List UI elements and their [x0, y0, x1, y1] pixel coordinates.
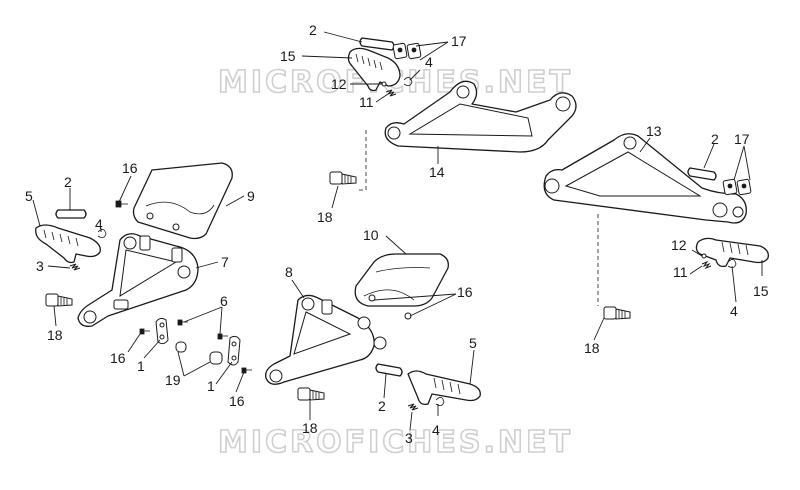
pin-middle	[375, 363, 403, 377]
callout-6: 6	[220, 293, 228, 309]
bolt-top	[329, 171, 357, 185]
callout-5-left: 5	[25, 188, 33, 204]
bolt-left	[45, 293, 73, 307]
callout-12-top: 12	[331, 76, 347, 92]
callout-1-left: 1	[137, 358, 145, 374]
callout-10: 10	[363, 227, 379, 243]
callout-13: 13	[646, 123, 662, 139]
callout-16-left-bottom: 16	[229, 393, 245, 409]
spring-right	[701, 260, 712, 270]
callout-2-middle: 2	[378, 398, 386, 414]
watermark-bottom: MICROFICHES.NET	[218, 425, 573, 460]
callout-7: 7	[221, 254, 229, 270]
spring-middle	[407, 403, 419, 411]
callout-17-right: 17	[734, 131, 750, 147]
clip-top	[403, 77, 413, 86]
screw-left-top	[115, 200, 128, 208]
left-assembly	[35, 162, 252, 374]
callout-14: 14	[429, 164, 445, 180]
callout-2-left: 2	[64, 174, 72, 190]
callout-11-right: 11	[673, 264, 688, 280]
callout-19: 19	[165, 372, 181, 388]
spacer-lower	[209, 351, 223, 365]
right-assembly	[543, 133, 769, 320]
axis-top	[356, 130, 367, 191]
callout-15-top: 15	[280, 48, 296, 64]
callout-3-middle: 3	[405, 430, 413, 446]
footpeg-right	[695, 237, 769, 268]
callout-16-left-mid: 16	[110, 350, 126, 366]
heel-guard-left	[132, 162, 233, 240]
ball-right	[701, 253, 707, 259]
spring-top	[385, 89, 397, 97]
callout-18-top: 18	[317, 209, 333, 225]
callout-9: 9	[247, 188, 255, 204]
callout-17-top: 17	[451, 33, 467, 49]
callout-16-left-top: 16	[122, 160, 138, 176]
ball-top	[381, 81, 387, 87]
callout-15-right: 15	[753, 283, 769, 299]
bolt-middle	[297, 387, 325, 401]
pads-right	[722, 178, 752, 196]
callout-18-left: 18	[47, 327, 63, 343]
bolt-right	[603, 306, 631, 320]
plate-lower	[227, 335, 241, 366]
callout-4-right: 4	[730, 303, 738, 319]
plate-upper	[155, 317, 169, 345]
callout-12-right: 12	[671, 237, 687, 253]
callout-numbers: 5 2 16 9 4 3 7 18 6 16 1 19 1 16 2 17 15…	[25, 22, 769, 446]
pin-right	[687, 167, 717, 181]
middle-assembly	[265, 253, 481, 411]
callout-8: 8	[285, 264, 293, 280]
top-assembly	[329, 37, 577, 191]
spring-left	[69, 263, 81, 271]
callout-4-middle: 4	[432, 422, 440, 438]
callout-4-top: 4	[425, 54, 433, 70]
clip-right	[727, 259, 737, 268]
callout-16-middle: 16	[457, 284, 473, 300]
leader-lines	[32, 31, 763, 431]
pads-top	[392, 42, 422, 60]
callout-2-top: 2	[309, 22, 317, 38]
callout-4-left: 4	[95, 216, 103, 232]
callout-18-middle: 18	[302, 420, 318, 436]
clip-middle	[435, 397, 445, 406]
callout-5-middle: 5	[469, 335, 477, 351]
callout-18-right: 18	[584, 340, 600, 356]
callout-3-left: 3	[36, 258, 44, 274]
footpeg-top	[347, 47, 401, 92]
pin-left	[55, 209, 87, 219]
callout-2-right: 2	[711, 131, 719, 147]
footpeg-middle	[407, 370, 481, 406]
footpeg-left	[35, 224, 101, 264]
heel-guard-middle	[354, 253, 449, 307]
callout-1-lower: 1	[207, 378, 215, 394]
pin-top	[359, 37, 395, 51]
spacer-upper	[175, 341, 187, 353]
callout-11-top: 11	[359, 94, 374, 110]
